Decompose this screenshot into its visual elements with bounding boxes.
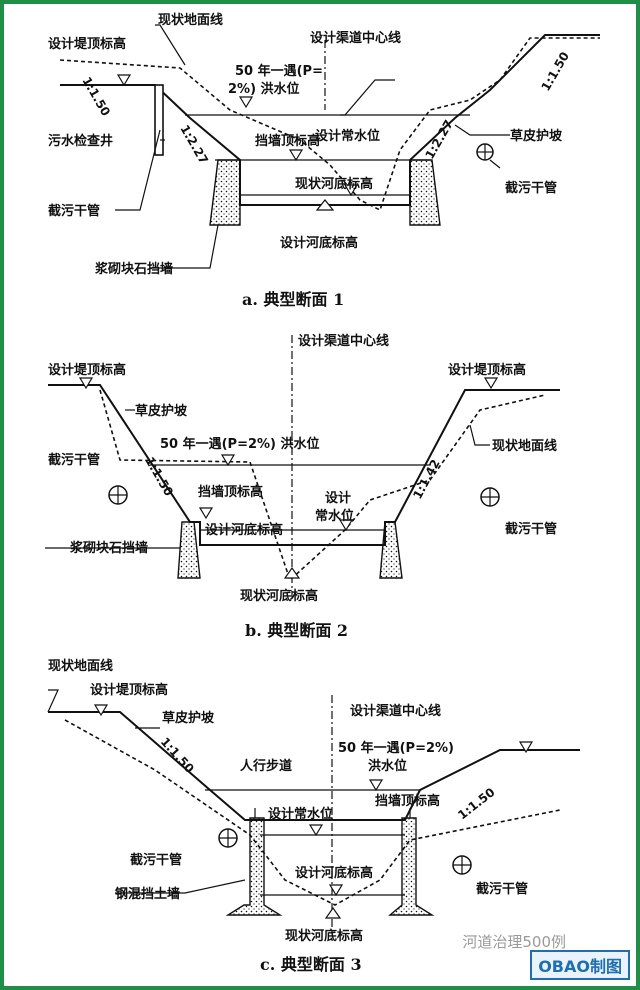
a-right-wall: [409, 159, 441, 226]
a-slope-3: 1:2.27: [422, 117, 456, 161]
b-design-profile: [48, 384, 560, 546]
a-normal-label: 设计常水位: [315, 128, 380, 144]
b-ground-label: 现状地面线: [492, 438, 557, 454]
cross-section-drawing: 现状地面线 设计堤顶标高 设计渠道中心线 50 年一遇(P= 2%) 洪水位 污…: [45, 12, 600, 974]
section-b: 设计渠道中心线 设计堤顶标高 设计堤顶标高 草皮护坡 50 年一遇(P=2%) …: [45, 333, 560, 640]
a-bed-marker: [315, 199, 335, 211]
c-flood-label-1: 50 年一遇(P=2%): [338, 740, 454, 756]
b-right-wall: [379, 521, 403, 579]
a-ground-leader: [155, 24, 186, 66]
c-flood-label-2: 洪水位: [368, 758, 407, 774]
b-existing-bed-label: 现状河底标高: [240, 588, 318, 604]
a-well-label: 污水检查井: [48, 133, 113, 149]
b-design-label-1: 设计: [325, 490, 351, 506]
a-existing-ground-label: 现状地面线: [158, 12, 223, 28]
c-left-wall: [225, 817, 283, 916]
b-dike-left-label: 设计堤顶标高: [48, 362, 126, 378]
b-left-wall: [177, 521, 201, 579]
a-flood-marker: [238, 96, 254, 109]
c-bed-label: 设计河底标高: [295, 865, 373, 881]
a-existing-bed-label: 现状河底标高: [295, 176, 373, 192]
c-existing-bed-label: 现状河底标高: [285, 928, 363, 944]
b-slope-left: 1:1.50: [142, 455, 176, 499]
c-right-wall: [388, 817, 435, 916]
watermark-text: 河道治理500例: [462, 933, 566, 951]
c-existing-ground: [64, 719, 561, 906]
b-slope-right: 1:1.42: [410, 457, 442, 501]
c-pipe-left-label: 截污干管: [130, 852, 182, 868]
c-slope-right: 1:1.50: [455, 785, 497, 822]
c-rcwall-label: 钢混挡土墙: [115, 886, 180, 902]
c-dike-label: 设计堤顶标高: [90, 682, 168, 698]
a-pipe-left-label: 截污干管: [48, 203, 100, 219]
c-walkway-label: 人行步道: [240, 758, 292, 774]
section-a: 现状地面线 设计堤顶标高 设计渠道中心线 50 年一遇(P= 2%) 洪水位 污…: [48, 12, 600, 309]
b-masonry-label: 浆砌块石挡墙: [69, 540, 148, 556]
a-walltop-marker: [288, 149, 304, 162]
b-design-label-2: 常水位: [315, 508, 354, 524]
c-grass-label: 草皮护坡: [162, 710, 215, 726]
c-ground-label: 现状地面线: [48, 658, 113, 674]
a-slope-1: 1:1.50: [79, 75, 113, 119]
a-design-bed-label: 设计河底标高: [280, 235, 358, 251]
a-flood-label-1: 50 年一遇(P=: [235, 63, 323, 79]
c-slope-left: 1:1.50: [158, 735, 197, 776]
a-existing-ground: [59, 37, 600, 212]
a-walltop-label: 挡墙顶标高: [255, 133, 320, 149]
a-slope-4: 1:1.50: [538, 49, 572, 93]
c-centerline-label: 设计渠道中心线: [350, 703, 441, 719]
a-dike-top-label: 设计堤顶标高: [48, 36, 126, 52]
section-c: 现状地面线 设计堤顶标高 草皮护坡 设计渠道中心线 50 年一遇(P=2%) 洪…: [47, 658, 580, 974]
a-centerline-label: 设计渠道中心线: [310, 30, 401, 46]
c-design-profile: [48, 711, 580, 821]
b-pipe-left-label: 截污干管: [48, 452, 100, 468]
a-slope-2: 1:2.27: [177, 123, 211, 167]
c-caption: c. 典型断面 3: [260, 955, 362, 974]
c-walltop-label: 挡墙顶标高: [375, 793, 440, 809]
c-pipe-right-label: 截污干管: [476, 881, 528, 897]
b-grass-label: 草皮护坡: [135, 403, 188, 419]
a-normal-marker: [343, 184, 359, 197]
b-centerline-label: 设计渠道中心线: [298, 333, 389, 349]
a-flood-label-2: 2%) 洪水位: [228, 81, 300, 97]
b-caption: b. 典型断面 2: [245, 621, 348, 640]
b-flood-label: 50 年一遇(P=2%) 洪水位: [160, 436, 320, 452]
watermark-logo: OBAO制图: [530, 950, 630, 980]
a-left-wall: [209, 159, 241, 226]
a-caption: a. 典型断面 1: [242, 290, 344, 309]
c-normal-label: 设计常水位: [268, 806, 333, 822]
b-bed-label: 设计河底标高: [205, 522, 283, 538]
a-inspection-well: [154, 84, 164, 156]
a-dike-marker: [116, 74, 132, 87]
a-grass-label: 草皮护坡: [510, 128, 563, 144]
b-walltop-label: 挡墙顶标高: [198, 484, 263, 500]
b-pipe-right-label: 截污干管: [505, 521, 557, 537]
b-dike-right-label: 设计堤顶标高: [448, 362, 526, 378]
a-pipe-right-label: 截污干管: [505, 180, 557, 196]
a-masonry-label: 浆砌块石挡墙: [94, 261, 173, 277]
